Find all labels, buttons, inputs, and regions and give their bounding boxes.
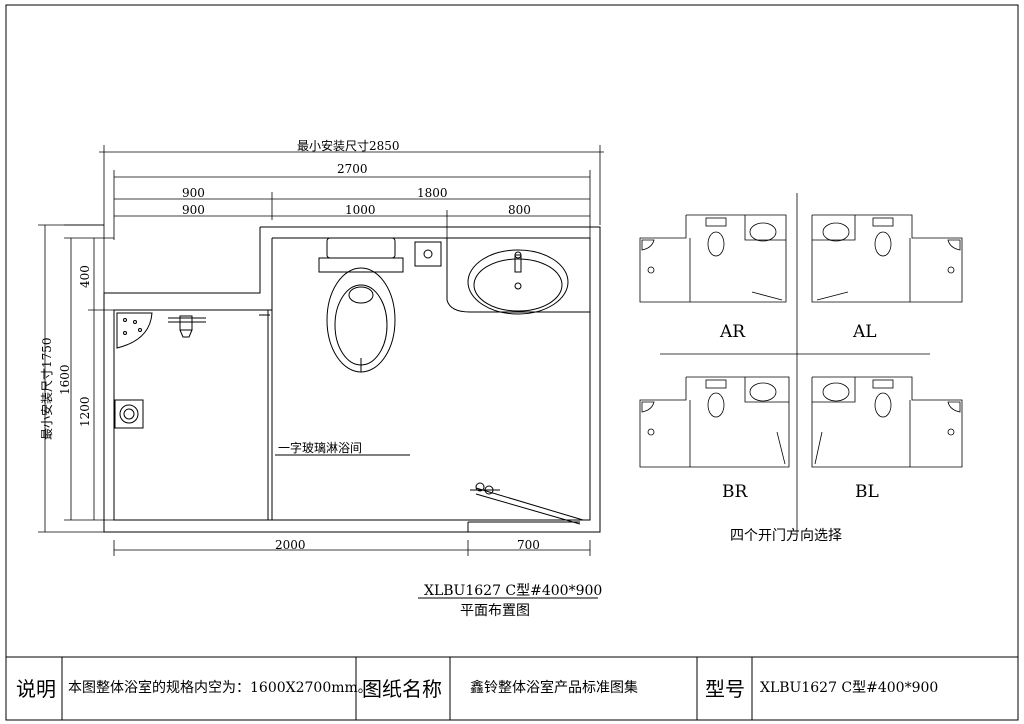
glass-label: 一字玻璃淋浴间: [278, 441, 363, 455]
dim-row3-c: 800: [508, 203, 531, 217]
title-block: [5, 656, 1019, 721]
small-drain: [414, 241, 442, 267]
variant-al-label: AL: [853, 322, 877, 342]
dim-left-a: 1600: [58, 364, 72, 395]
left-dimensions: [38, 224, 114, 533]
room-inner-outline: [113, 237, 591, 521]
plan-caption: 平面布置图: [460, 603, 530, 619]
variants-caption: 四个开门方向选择: [730, 528, 842, 544]
note-label: 说明: [16, 677, 56, 701]
variant-br-label: BR: [722, 482, 748, 502]
variant-ar: [639, 214, 787, 303]
room-outline: [103, 226, 601, 533]
variant-bl: [811, 376, 963, 468]
dim-overall: 2700: [337, 162, 368, 176]
drawing-name: 鑫铃整体浴室产品标准图集: [470, 680, 638, 696]
variant-dividers: [660, 193, 930, 533]
note-text: 本图整体浴室的规格内空为：1600X2700mm。: [68, 680, 372, 696]
door: [467, 482, 584, 532]
shower-mixer: [168, 315, 206, 338]
dim-bottom-b: 700: [517, 538, 540, 552]
plan-model: XLBU1627 C型#400*900: [424, 583, 603, 599]
variant-ar-label: AR: [720, 322, 746, 342]
bottom-dimensions: [113, 540, 591, 556]
dim-row3-b: 1000: [345, 203, 376, 217]
corner-shelf: [116, 312, 153, 349]
top-dimensions: [64, 145, 604, 293]
dim-left-overall-min: 最小安装尺寸1750: [40, 337, 54, 440]
model-label: 型号: [705, 677, 745, 701]
variant-al: [811, 214, 963, 303]
dim-left-b: 400: [78, 265, 92, 288]
dim-left-c: 1200: [78, 396, 92, 427]
dim-row2-right: 1800: [417, 186, 448, 200]
floor-drain: [114, 399, 144, 429]
floor-plan: [103, 226, 601, 533]
toilet: [318, 237, 404, 373]
dim-bottom-a: 2000: [275, 538, 306, 552]
dim-overall-min: 最小安装尺寸2850: [297, 139, 400, 153]
variant-br: [639, 376, 790, 468]
dim-row3-a: 900: [182, 203, 205, 217]
drawing-name-label: 图纸名称: [362, 677, 442, 701]
dim-row2-left: 900: [182, 186, 205, 200]
model-value: XLBU1627 C型#400*900: [760, 680, 939, 696]
washbasin: [446, 238, 590, 315]
variant-bl-label: BL: [855, 482, 879, 502]
